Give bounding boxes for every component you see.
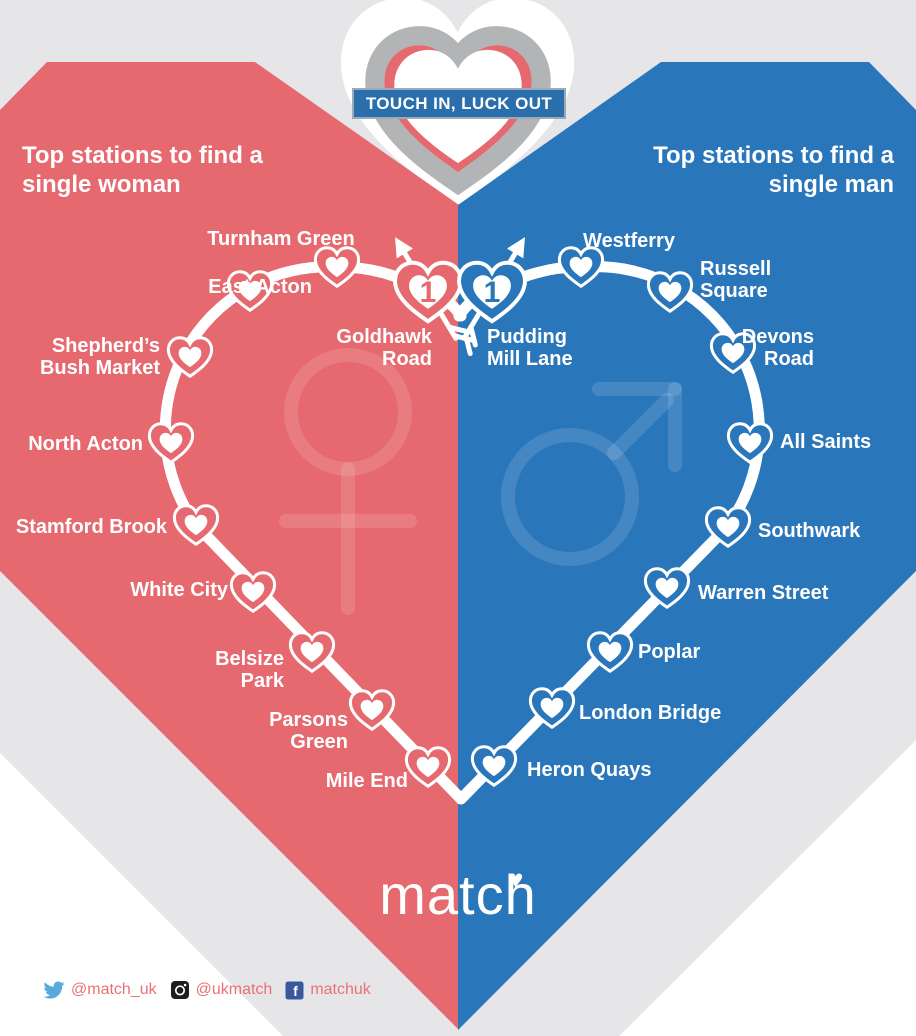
match-logo: match	[348, 862, 568, 927]
male-symbol	[501, 382, 682, 566]
station-label-westferry: Westferry	[583, 230, 675, 252]
station-label-london-bridge: London Bridge	[579, 702, 722, 724]
station-marker-east-acton	[226, 270, 274, 313]
station-marker-stamford-brook	[172, 504, 220, 547]
station-marker-belsize-park	[288, 631, 336, 674]
station-label-all-saints: All Saints	[780, 431, 872, 453]
station-marker-devons-road	[709, 332, 757, 375]
station-label-stamford-brook: Stamford Brook	[15, 516, 167, 538]
station-marker-turnham-green	[313, 246, 361, 289]
instagram-icon	[170, 981, 189, 999]
station-marker-pudding-mill-lane: 1	[457, 237, 527, 357]
station-marker-heron-quays	[470, 745, 518, 788]
station-marker-mile-end	[404, 746, 452, 789]
svg-text:f: f	[293, 983, 298, 999]
right-title-line2: single man	[768, 171, 894, 198]
station-marker-parsons-green	[348, 689, 396, 732]
left-title: Top stations to find a single woman	[22, 141, 263, 199]
station-marker-all-saints	[726, 422, 774, 465]
station-label-poplar: Poplar	[638, 641, 701, 663]
rank-number: 1	[420, 276, 437, 309]
female-symbol	[279, 348, 417, 615]
station-label-turnham-green: Turnham Green	[207, 228, 355, 250]
pink-heart-half	[0, 62, 459, 1030]
facebook-icon: f	[285, 981, 304, 999]
station-label-white-city: White City	[130, 579, 228, 601]
blue-heart-half	[458, 62, 916, 1030]
twitter-icon	[43, 981, 65, 999]
station-marker-russell-square	[646, 271, 694, 314]
station-marker-westferry	[557, 246, 605, 289]
match-logo-text: match	[379, 863, 537, 926]
footer-social-row: @match_uk @ukmatch f matchuk	[43, 979, 371, 1001]
left-title-line2: single woman	[22, 171, 181, 198]
station-label-heron-quays: Heron Quays	[527, 759, 652, 781]
station-marker-white-city	[229, 571, 277, 614]
station-label-southwark: Southwark	[758, 520, 861, 542]
right-title: Top stations to find a single man	[653, 141, 894, 199]
left-title-line1: Top stations to find a	[22, 142, 263, 169]
station-marker-shepherd-s-bush-market	[166, 336, 214, 379]
rank-number: 1	[484, 276, 501, 309]
station-marker-southwark	[704, 506, 752, 549]
twitter-link[interactable]: @match_uk	[43, 979, 157, 1001]
banner-label: TOUCH IN, LUCK OUT	[365, 93, 553, 113]
station-marker-warren-street	[643, 567, 691, 610]
right-title-line1: Top stations to find a	[653, 142, 894, 169]
instagram-link[interactable]: @ukmatch	[170, 980, 273, 1000]
station-marker-poplar	[586, 631, 634, 674]
station-label-north-acton: North Acton	[28, 433, 143, 455]
station-label-warren-street: Warren Street	[698, 582, 829, 604]
twitter-handle: @match_uk	[71, 981, 157, 998]
station-label-mile-end: Mile End	[325, 770, 408, 792]
banner: TOUCH IN, LUCK OUT	[352, 88, 566, 119]
station-marker-goldhawk-road: 1	[393, 237, 475, 343]
station-marker-north-acton	[147, 422, 195, 465]
facebook-handle: matchuk	[310, 981, 371, 998]
station-marker-london-bridge	[528, 687, 576, 730]
instagram-handle: @ukmatch	[195, 981, 273, 998]
facebook-link[interactable]: f matchuk	[285, 981, 371, 1000]
station-label-east-acton: East Acton	[208, 276, 312, 298]
match-logo-heart-icon: ♥	[508, 864, 524, 894]
